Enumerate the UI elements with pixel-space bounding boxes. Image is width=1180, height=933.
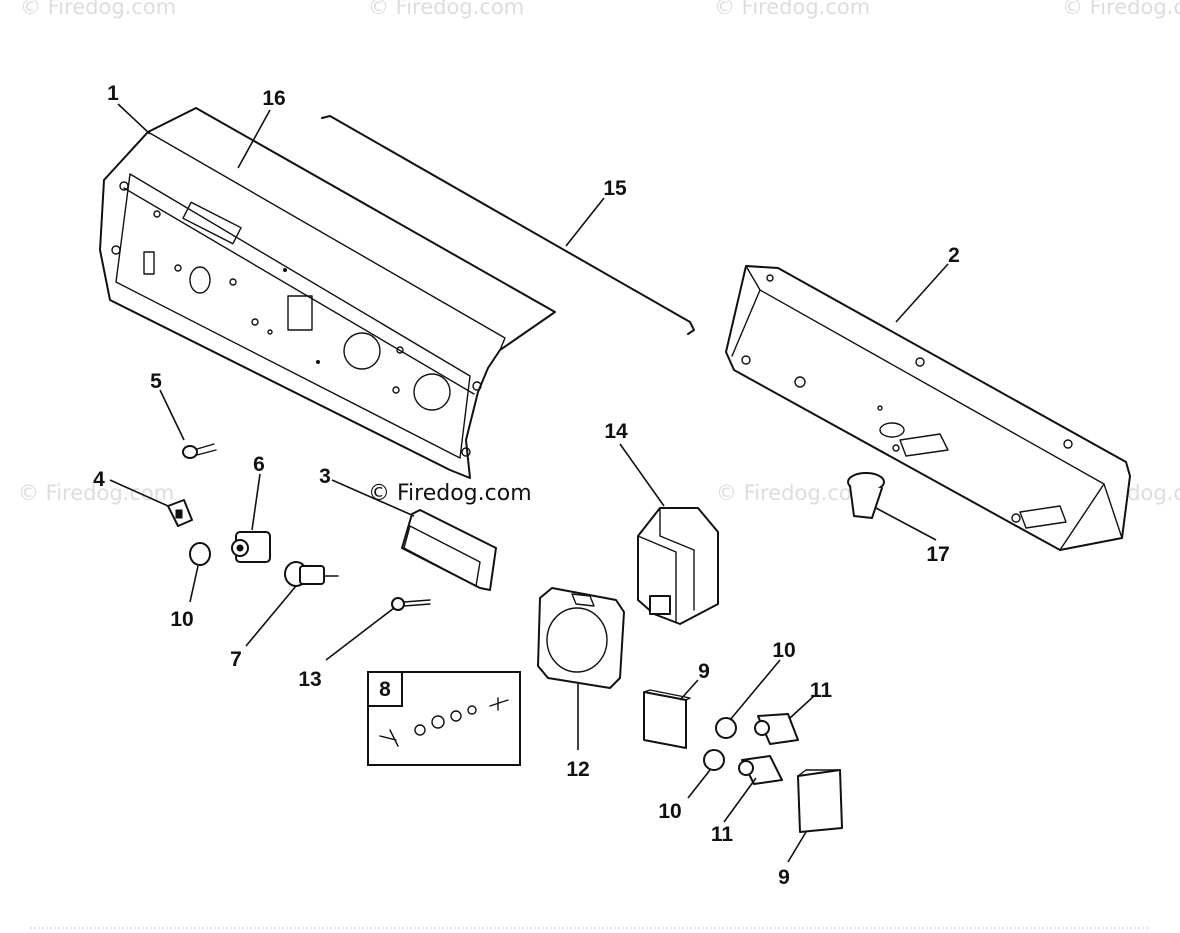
button-cap-left <box>189 542 211 566</box>
callout-6: 6 <box>253 453 265 476</box>
indicator-bulb <box>182 443 217 459</box>
cover-plate-upper <box>643 689 691 749</box>
rear-housing <box>725 265 1131 551</box>
key-switch <box>284 561 339 587</box>
callout-1: 1 <box>107 82 119 105</box>
rocker-switch <box>167 499 193 527</box>
callout-3: 3 <box>319 465 331 488</box>
cover-plate-lower <box>797 769 843 833</box>
watermark-center: © Firedog.com <box>368 481 532 506</box>
button-cap-mid-upper <box>715 717 737 739</box>
leader-lines <box>109 103 949 863</box>
watermark-top-1: © Firedog.com <box>20 0 176 19</box>
potentiometer <box>231 531 271 563</box>
callout-4: 4 <box>93 468 105 491</box>
callout-10-lower: 10 <box>658 800 681 823</box>
watermark-middle-2: © Firedog.com <box>716 481 872 505</box>
control-module <box>637 507 719 625</box>
rubber-plug <box>847 472 885 519</box>
callout-15: 15 <box>603 177 627 200</box>
callout-11-upper: 11 <box>810 679 833 702</box>
lcd-display <box>401 509 497 591</box>
callout-16: 16 <box>262 87 285 110</box>
callout-13: 13 <box>298 668 321 691</box>
support-rod <box>321 115 695 335</box>
control-panel-faceplate <box>99 107 556 479</box>
circuit-breaker-upper <box>754 713 799 745</box>
callout-9-lower: 9 <box>778 866 790 889</box>
callout-12: 12 <box>566 758 589 781</box>
callout-2: 2 <box>948 244 960 267</box>
watermark-middle-1: © Firedog.com <box>18 481 174 505</box>
callout-10-upper: 10 <box>772 639 795 662</box>
callout-8: 8 <box>379 678 391 701</box>
hour-meter <box>537 587 625 689</box>
callout-14: 14 <box>604 420 628 443</box>
callout-10-left: 10 <box>170 608 193 631</box>
watermark-top-2: © Firedog.com <box>368 0 524 19</box>
hardware-kit: 8 <box>367 671 521 766</box>
button-cap-mid-lower <box>703 749 725 771</box>
circuit-breaker-lower <box>738 755 783 785</box>
callout-7: 7 <box>230 648 242 671</box>
callout-17: 17 <box>926 543 949 566</box>
led-indicator <box>391 597 431 611</box>
callout-9-upper: 9 <box>698 660 710 683</box>
callout-11-lower: 11 <box>711 823 734 846</box>
callout-5: 5 <box>150 370 162 393</box>
watermark-top-4: © Firedog.com <box>1062 0 1180 19</box>
watermark-top-3: © Firedog.com <box>714 0 870 19</box>
